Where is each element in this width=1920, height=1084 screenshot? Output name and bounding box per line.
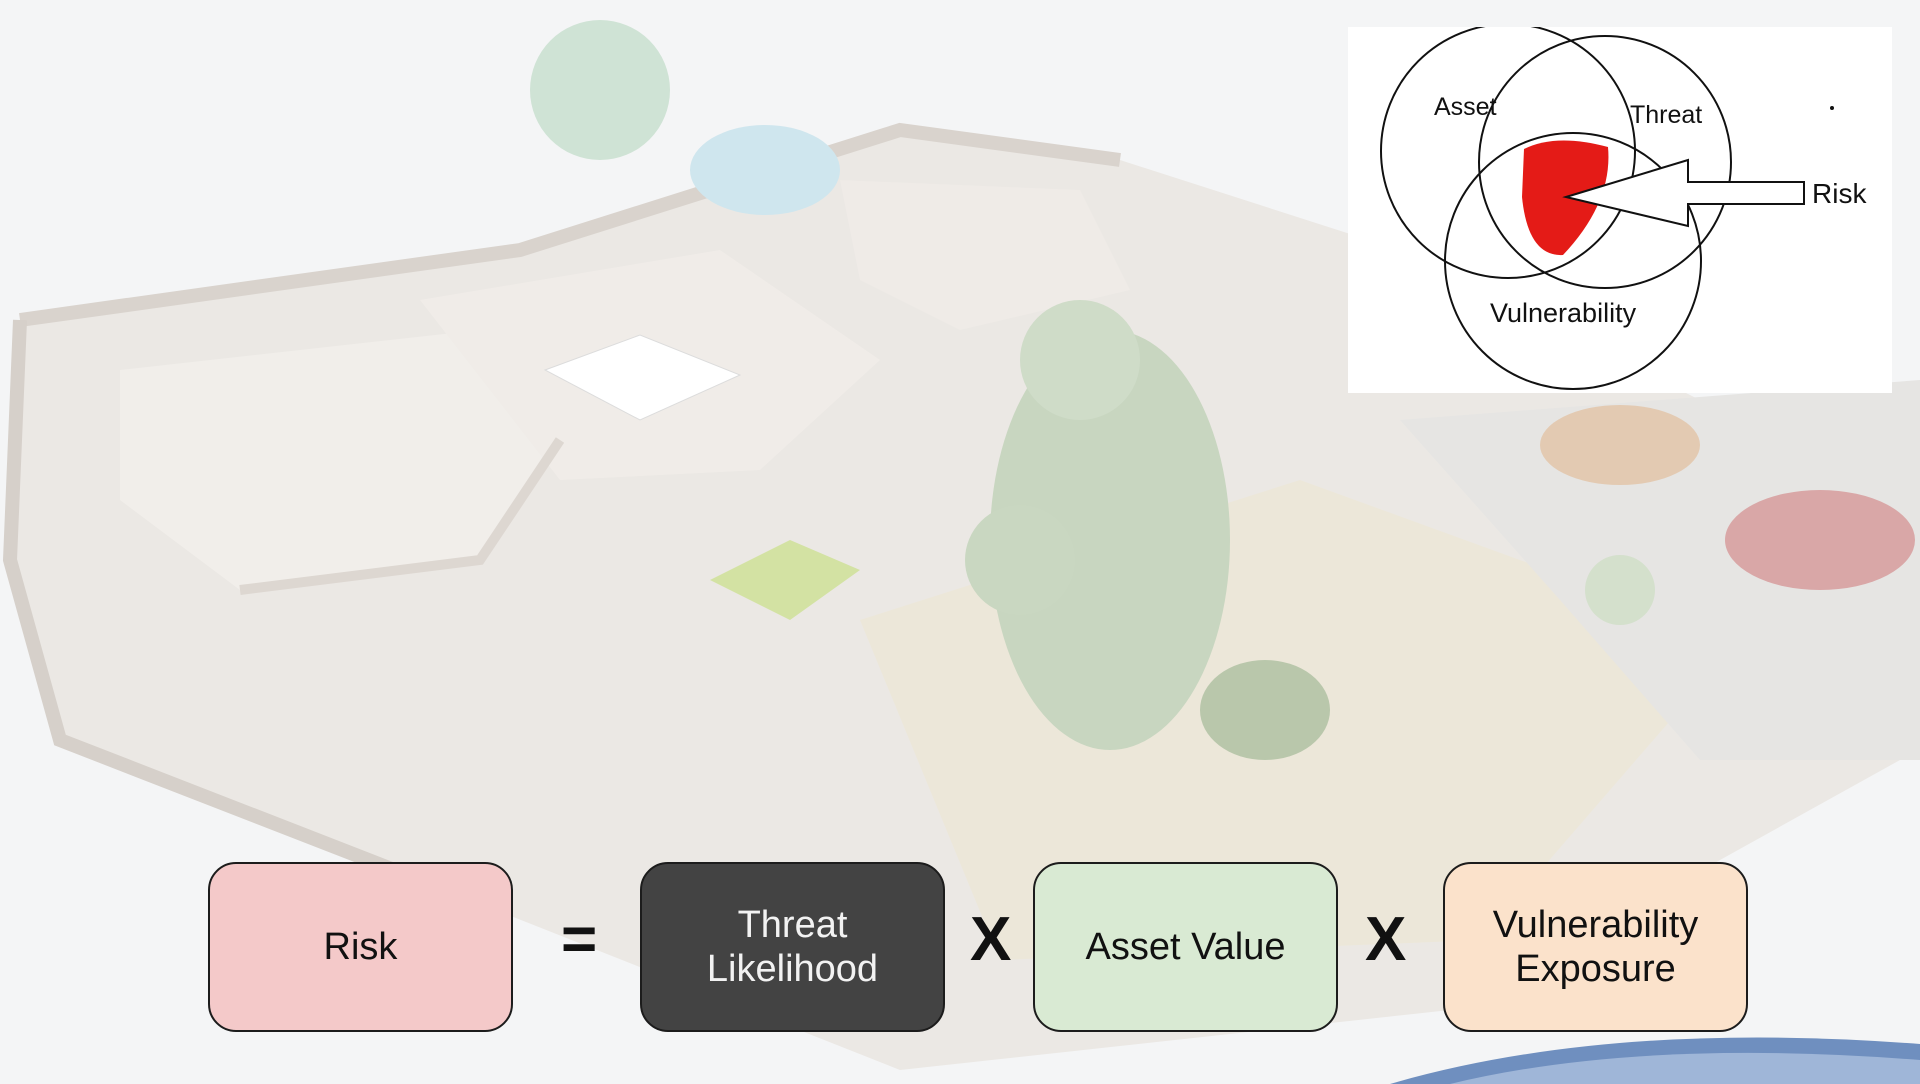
asset-value-box: Asset Value <box>1033 862 1338 1032</box>
equals-sign: = <box>561 905 598 974</box>
venn-vulnerability-label: Vulnerability <box>1490 298 1637 328</box>
risk-box: Risk <box>208 862 513 1032</box>
multiply-sign-1: X <box>970 905 1012 974</box>
threat-likelihood-box: Threat Likelihood <box>640 862 945 1032</box>
venn-asset-label: Asset <box>1434 93 1497 121</box>
corner-swoosh-decoration <box>1390 1037 1920 1084</box>
venn-threat-label: Threat <box>1630 101 1702 129</box>
risk-box-label: Risk <box>323 926 398 968</box>
vulnerability-exposure-label: Vulnerability Exposure <box>1492 904 1699 990</box>
threat-circle <box>1478 35 1732 289</box>
venn-diagram: Asset Threat Vulnerability Risk <box>1348 27 1892 393</box>
venn-diagram-panel: Asset Threat Vulnerability Risk <box>1348 27 1892 393</box>
arrow-icon <box>1562 158 1805 228</box>
asset-circle <box>1380 27 1636 279</box>
threat-likelihood-label: Threat Likelihood <box>706 904 879 990</box>
multiply-sign-2: X <box>1365 905 1407 974</box>
dot-mark <box>1830 106 1834 110</box>
vulnerability-circle <box>1444 132 1702 390</box>
venn-risk-label: Risk <box>1812 178 1867 209</box>
asset-value-label: Asset Value <box>1085 926 1286 968</box>
vulnerability-exposure-box: Vulnerability Exposure <box>1443 862 1748 1032</box>
